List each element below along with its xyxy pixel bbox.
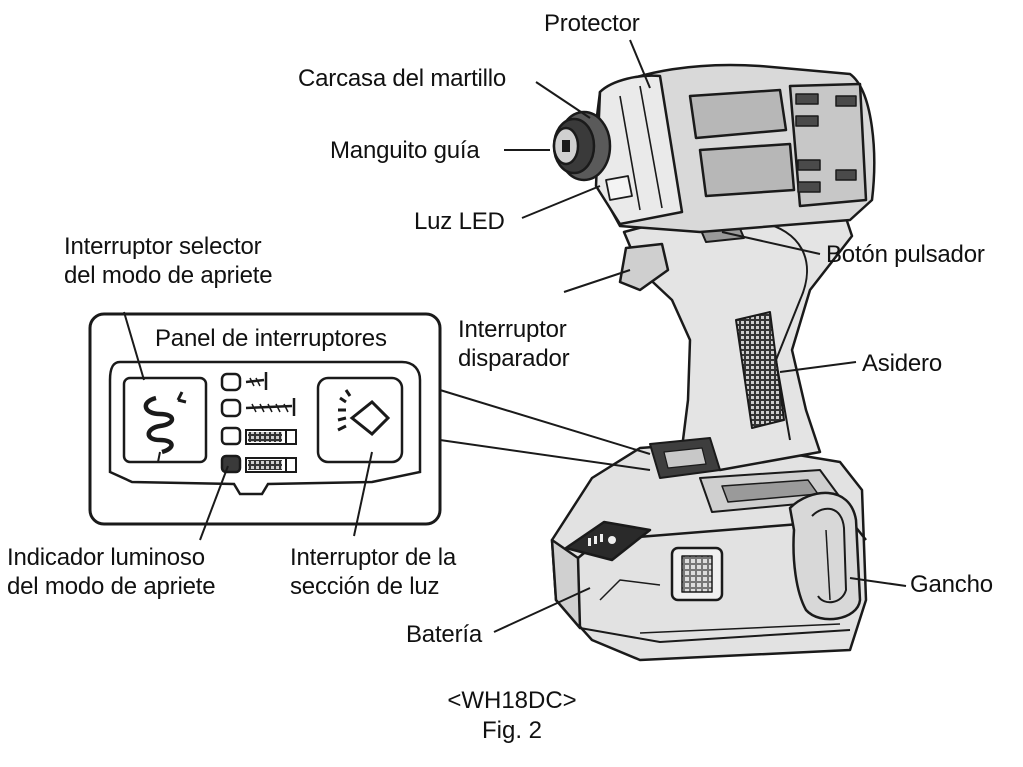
battery-pack [550,440,868,662]
switch-panel-callout [88,312,651,526]
label-trigger-switch: Interruptor disparador [458,315,570,373]
tightening-mode-selector-button[interactable] [122,376,208,464]
spiral-screw-icon [143,391,187,463]
label-tightening-selector-line2: del modo de apriete [64,262,273,289]
light-section-switch-button[interactable] [316,376,404,464]
light-icon [337,389,391,437]
mode-indicator-2 [220,398,242,418]
battery-level-icon [588,534,616,546]
label-protector: Protector [544,10,640,37]
label-battery: Batería [406,621,482,648]
tightening-mode-indicators [220,372,242,474]
label-tightening-indicator-line2: del modo de apriete [7,573,216,600]
switch-panel-title: Panel de interruptores [155,325,387,352]
figure-caption: Fig. 2 [481,717,543,744]
label-light-section-switch-line1: Interruptor de la [290,544,457,571]
screw-size-icons [245,372,297,473]
handle-body [618,198,854,479]
label-led-light: Luz LED [414,208,505,235]
leader-lines [123,39,907,633]
tool-head [552,63,876,234]
label-grip: Asidero [862,350,942,377]
label-tightening-indicator: Indicador luminoso del modo de apriete [7,543,216,601]
label-push-button: Botón pulsador [826,241,985,268]
label-light-section-switch-line2: sección de luz [290,573,440,600]
mode-indicator-3 [220,426,242,446]
label-trigger-switch-line1: Interruptor [458,316,567,343]
mode-indicator-1 [220,372,242,392]
label-guide-sleeve: Manguito guía [330,137,480,164]
label-tightening-selector: Interruptor selector del modo de apriete [64,232,273,290]
label-light-section-switch: Interruptor de la sección de luz [290,543,456,601]
label-tightening-indicator-line1: Indicador luminoso [7,544,205,571]
mode-indicator-4 [220,454,242,474]
label-trigger-switch-line2: disparador [458,345,570,372]
label-tightening-selector-line1: Interruptor selector [64,233,262,260]
figure-model: <WH18DC> [447,687,577,714]
label-hammer-case: Carcasa del martillo [298,65,507,92]
label-hook: Gancho [910,571,993,598]
